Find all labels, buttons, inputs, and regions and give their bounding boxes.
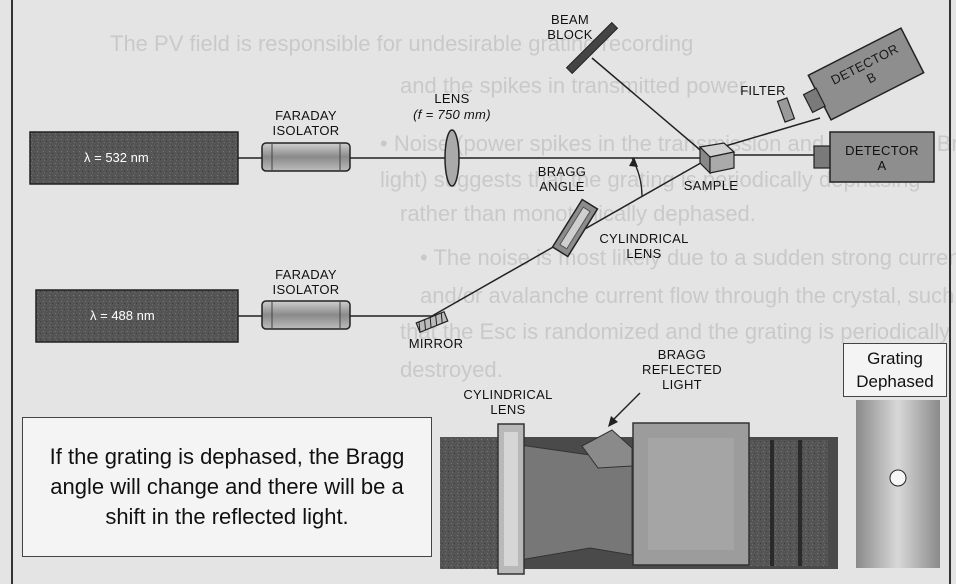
mirror: [416, 312, 448, 333]
cylindrical-lens-bottom-label-line1: CYLINDRICAL: [458, 387, 558, 402]
dephased-grating-image: [856, 400, 940, 568]
filter-label: FILTER: [735, 83, 791, 98]
laser-532-label: λ = 532 nm: [84, 150, 149, 165]
mirror-label: MIRROR: [404, 336, 468, 351]
faraday-isolator-bottom: [262, 301, 350, 329]
laser-488-label: λ = 488 nm: [90, 308, 155, 323]
sample-crystal: [700, 143, 734, 173]
bragg-reflected-label-line3: LIGHT: [632, 377, 732, 392]
detector-a-label-line2: A: [840, 158, 924, 173]
lens-focal-length: (f = 750 mm): [402, 107, 502, 122]
beam-block-label: BEAM BLOCK: [535, 12, 605, 42]
bragg-angle-label-line1: BRAGG: [527, 164, 597, 179]
cylindrical-lens-top-label-line1: CYLINDRICAL: [596, 231, 692, 246]
reflected-light-illustration: [440, 423, 838, 574]
faraday-isolator-top: [262, 143, 350, 171]
detector-a-label: DETECTOR A: [840, 143, 924, 173]
bragg-reflected-arrow: [608, 393, 640, 427]
grating-label-line1: Grating: [844, 347, 946, 370]
sample-label: SAMPLE: [676, 178, 746, 193]
faraday-top-label-line1: FARADAY: [262, 108, 350, 123]
cylindrical-lens-bottom-label: CYLINDRICAL LENS: [458, 387, 558, 417]
faraday-bottom-label-line2: ISOLATOR: [262, 282, 350, 297]
grating-hole: [890, 470, 906, 486]
cylindrical-lens-top-label: CYLINDRICAL LENS: [596, 231, 692, 261]
bragg-reflected-label-line1: BRAGG: [632, 347, 732, 362]
grating-dephased-label-box: Grating Dephased: [843, 343, 947, 397]
detector-a-label-line1: DETECTOR: [840, 143, 924, 158]
grating-label-line2: Dephased: [844, 370, 946, 393]
faraday-isolator-top-label: FARADAY ISOLATOR: [262, 108, 350, 138]
faraday-bottom-label-line1: FARADAY: [262, 267, 350, 282]
bragg-reflected-label-line2: REFLECTED: [632, 362, 732, 377]
faraday-isolator-bottom-label: FARADAY ISOLATOR: [262, 267, 350, 297]
faraday-top-label-line2: ISOLATOR: [262, 123, 350, 138]
cylindrical-lens-top-label-line2: LENS: [596, 246, 692, 261]
bragg-angle-label: BRAGG ANGLE: [527, 164, 597, 194]
beam-block-label-line2: BLOCK: [535, 27, 605, 42]
filter: [778, 98, 795, 122]
lens-label: LENS: [422, 91, 482, 106]
bragg-reflected-light-label: BRAGG REFLECTED LIGHT: [632, 347, 732, 392]
cylindrical-lens-bottom-label-line2: LENS: [458, 402, 558, 417]
beam-block-label-line1: BEAM: [535, 12, 605, 27]
lens-750mm: [445, 130, 459, 186]
cylindrical-lens-top: [553, 199, 598, 256]
explanation-note-text: If the grating is dephased, the Bragg an…: [37, 442, 417, 532]
bragg-angle-label-line2: ANGLE: [527, 179, 597, 194]
explanation-note-box: If the grating is dephased, the Bragg an…: [22, 417, 432, 557]
